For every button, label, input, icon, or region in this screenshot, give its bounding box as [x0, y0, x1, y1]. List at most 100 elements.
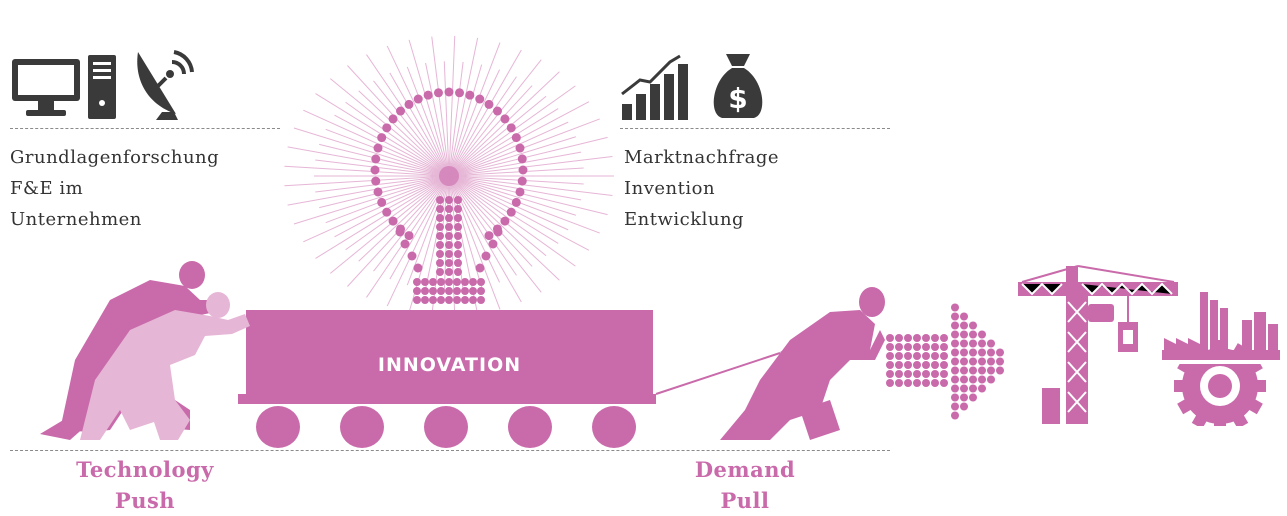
bulb-dot	[454, 214, 462, 222]
arrow-dot	[922, 352, 930, 360]
light-ray	[293, 175, 450, 225]
bulb-dot	[465, 90, 475, 100]
bulb-dot	[506, 207, 516, 217]
light-ray	[406, 66, 450, 177]
gear-tooth	[1231, 412, 1249, 426]
bulb-dot	[475, 263, 485, 273]
arrow-dot	[904, 343, 912, 351]
light-ray	[448, 175, 547, 257]
arrow-dot	[886, 334, 894, 342]
bulb-dot	[377, 133, 387, 143]
bulb-dot	[454, 223, 462, 231]
light-ray	[408, 39, 450, 177]
bulb-dot	[437, 287, 445, 295]
arrow-dot	[960, 339, 968, 348]
light-ray	[315, 159, 450, 177]
bulb-dot	[500, 216, 510, 226]
arrow-dot	[895, 352, 903, 360]
light-ray	[448, 175, 560, 281]
bulb-dot	[421, 278, 429, 286]
arrow-dot	[951, 393, 959, 402]
light-ray	[329, 175, 450, 274]
light-ray	[448, 175, 577, 216]
bulb-dot	[469, 278, 477, 286]
light-ray	[448, 108, 559, 177]
right-factor-list: Marktnachfrage Invention Entwicklung	[624, 142, 779, 235]
arrow-dot	[940, 361, 948, 369]
arrow-dot	[886, 343, 894, 351]
arrow-dot	[996, 357, 1004, 366]
light-ray	[319, 175, 450, 209]
light-ray	[358, 90, 450, 177]
list-item: Entwicklung	[624, 209, 745, 230]
arrow-dot	[960, 357, 968, 366]
arrow-dot	[913, 370, 921, 378]
bulb-dot	[517, 176, 527, 186]
light-ray	[448, 37, 479, 177]
arrow-dot	[951, 312, 959, 321]
list-item: F&E im	[10, 178, 84, 199]
gear-tooth	[1191, 412, 1209, 426]
arrow-dot	[886, 370, 894, 378]
light-ray	[373, 175, 450, 272]
bulb-dot	[373, 143, 383, 153]
light-ray	[303, 109, 450, 177]
light-ray	[448, 167, 584, 177]
arrow-dot	[913, 334, 921, 342]
bulb-dot	[484, 231, 494, 241]
satellite-dish-icon	[137, 50, 194, 120]
bulb-dot	[436, 250, 444, 258]
light-ray	[448, 155, 613, 177]
gear-tooth	[1214, 340, 1226, 352]
bulb-dot	[445, 268, 453, 276]
cart-box	[246, 310, 653, 398]
arrow-dot	[987, 357, 995, 366]
light-ray	[448, 175, 608, 216]
arrow-dot	[951, 375, 959, 384]
bulb-dot	[454, 205, 462, 213]
arrow-dot	[922, 334, 930, 342]
growth-chart-icon	[621, 54, 688, 120]
bulb-dot	[461, 287, 469, 295]
light-ray	[389, 72, 450, 177]
gear-tooth	[1254, 380, 1266, 392]
cart-wheel	[424, 406, 468, 448]
light-ray	[319, 143, 450, 177]
light-ray	[287, 175, 450, 206]
arrow-dot	[987, 339, 995, 348]
bulb-dot	[455, 88, 465, 98]
cart-wheel	[340, 406, 384, 448]
light-ray	[448, 42, 501, 177]
bulb-dot	[436, 241, 444, 249]
desktop-computer-icon	[12, 55, 116, 119]
arrow-dot	[969, 393, 977, 402]
light-ray	[284, 175, 450, 187]
arrow-dot	[913, 343, 921, 351]
arrow-dot	[931, 343, 939, 351]
bulb-dot	[382, 123, 392, 133]
arrow-dot	[987, 348, 995, 357]
light-ray	[448, 175, 613, 197]
bulb-dot	[413, 278, 421, 286]
bulb-dot	[511, 133, 521, 143]
bulb-dot	[481, 251, 491, 261]
light-ray	[448, 175, 590, 251]
light-ray	[448, 61, 464, 177]
light-ray	[448, 175, 522, 303]
arrow-dot	[922, 370, 930, 378]
bulb-dot	[469, 287, 477, 295]
bulb-dot	[373, 187, 383, 197]
bulb-dot	[515, 143, 525, 153]
bulb-dot	[429, 296, 437, 304]
light-ray	[448, 76, 517, 177]
arrow-dot	[969, 375, 977, 384]
bulb-dot	[454, 259, 462, 267]
arrow-dot	[960, 348, 968, 357]
light-ray	[443, 61, 450, 177]
bulb-dot	[429, 278, 437, 286]
light-ray	[425, 62, 450, 177]
bulb-dot	[413, 296, 421, 304]
arrow-dot	[922, 343, 930, 351]
